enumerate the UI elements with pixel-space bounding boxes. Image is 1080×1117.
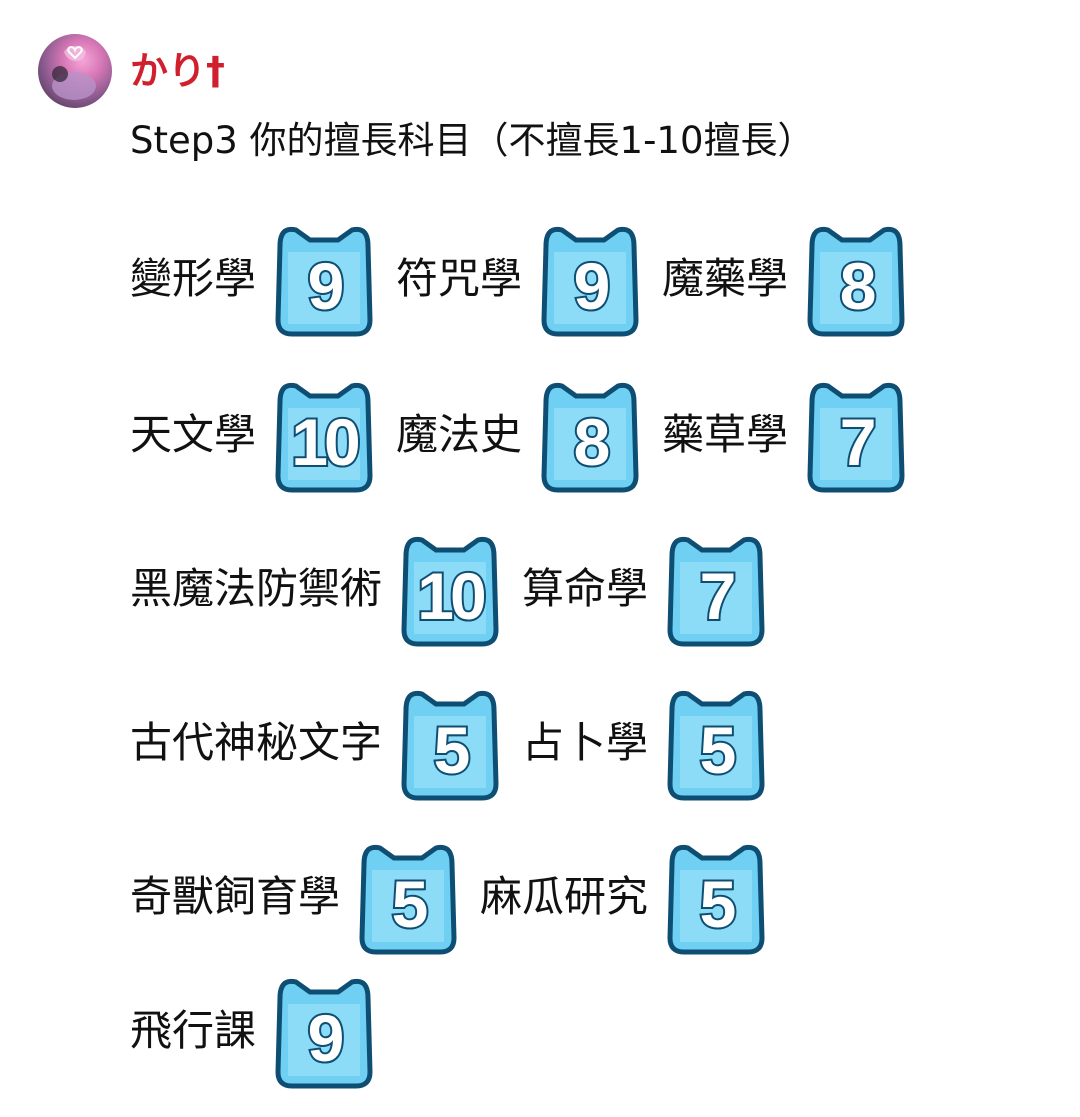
subject-row: 黑魔法防禦術 10 算命學 7 xyxy=(130,524,788,647)
subject-row: 古代神秘文字 5 占卜學 5 xyxy=(130,678,788,801)
subject-item: 變形學 9 xyxy=(130,224,396,337)
subject-item: 飛行課 9 xyxy=(130,976,396,1089)
score-number: 8 xyxy=(838,247,879,325)
score-badge-icon: 10 xyxy=(392,530,508,648)
score-badge-icon: 9 xyxy=(532,220,648,338)
score-number: 5 xyxy=(390,865,431,943)
score-number: 5 xyxy=(698,711,739,789)
subject-name: 算命學 xyxy=(522,564,649,613)
score-badge-icon: 7 xyxy=(658,530,774,648)
score-badge-icon: 5 xyxy=(392,684,508,802)
post-author-name[interactable]: かり† xyxy=(130,49,226,93)
avatar-image-icon xyxy=(52,46,96,100)
score-number: 9 xyxy=(306,999,347,1077)
subject-item: 占卜學 5 xyxy=(522,688,788,801)
score-badge-icon: 8 xyxy=(798,220,914,338)
subject-name: 黑魔法防禦術 xyxy=(130,564,383,613)
subject-item: 魔法史 8 xyxy=(396,380,662,493)
score-badge-icon: 7 xyxy=(798,376,914,494)
score-number: 10 xyxy=(289,403,362,481)
score-badge-icon: 5 xyxy=(658,838,774,956)
subject-item: 魔藥學 8 xyxy=(662,224,928,337)
subject-name: 藥草學 xyxy=(662,410,789,459)
subject-name: 麻瓜研究 xyxy=(480,872,649,921)
avatar[interactable] xyxy=(38,34,112,108)
subject-name: 奇獸飼育學 xyxy=(130,872,341,921)
subject-name: 魔藥學 xyxy=(662,254,789,303)
subject-name: 天文學 xyxy=(130,410,257,459)
subject-name: 飛行課 xyxy=(130,1006,257,1055)
subject-name: 古代神秘文字 xyxy=(130,718,383,767)
subject-item: 符咒學 9 xyxy=(396,224,662,337)
score-number: 8 xyxy=(572,403,613,481)
subject-item: 天文學 10 xyxy=(130,380,396,493)
score-number: 5 xyxy=(432,711,473,789)
score-badge-icon: 10 xyxy=(266,376,382,494)
post-text: Step3 你的擅長科目（不擅長1-10擅長） xyxy=(130,119,815,162)
score-number: 5 xyxy=(698,865,739,943)
subject-name: 魔法史 xyxy=(396,410,523,459)
subject-row: 變形學 9 符咒學 9 魔藥學 8 xyxy=(130,214,928,337)
score-badge-icon: 9 xyxy=(266,220,382,338)
subject-row: 奇獸飼育學 5 麻瓜研究 5 xyxy=(130,832,788,955)
score-number: 9 xyxy=(572,247,613,325)
score-number: 7 xyxy=(838,403,879,481)
score-number: 7 xyxy=(698,557,739,635)
subject-item: 奇獸飼育學 5 xyxy=(130,842,480,955)
subject-row: 飛行課 9 xyxy=(130,966,396,1089)
score-badge-icon: 5 xyxy=(350,838,466,956)
score-number: 9 xyxy=(306,247,347,325)
subject-item: 算命學 7 xyxy=(522,534,788,647)
subject-item: 黑魔法防禦術 10 xyxy=(130,534,522,647)
score-number: 10 xyxy=(415,557,488,635)
subject-item: 麻瓜研究 5 xyxy=(480,842,788,955)
score-badge-icon: 5 xyxy=(658,684,774,802)
subject-name: 占卜學 xyxy=(522,718,649,767)
subject-item: 藥草學 7 xyxy=(662,380,928,493)
subject-name: 變形學 xyxy=(130,254,257,303)
score-badge-icon: 8 xyxy=(532,376,648,494)
subject-row: 天文學 10 魔法史 8 藥草學 7 xyxy=(130,370,928,493)
score-badge-icon: 9 xyxy=(266,972,382,1090)
subject-name: 符咒學 xyxy=(396,254,523,303)
subject-item: 古代神秘文字 5 xyxy=(130,688,522,801)
